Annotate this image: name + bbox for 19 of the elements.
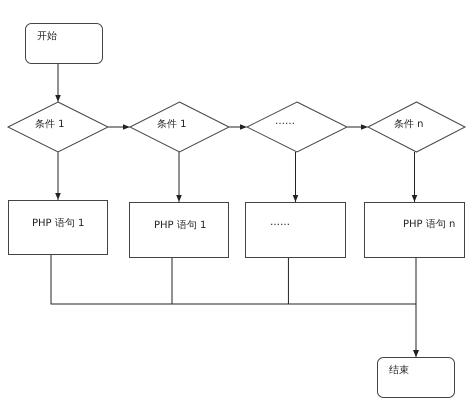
arrow (292, 152, 298, 202)
node-label: 结束 (389, 364, 409, 377)
node-label: PHP 语句 1 (32, 217, 84, 230)
arrow (55, 152, 61, 200)
node-label: PHP 语句 1 (154, 219, 206, 232)
arrow (412, 152, 418, 202)
node-label: PHP 语句 n (403, 218, 456, 231)
condition-label: 条件 n (394, 118, 424, 131)
arrow (108, 124, 130, 130)
arrow (346, 124, 368, 130)
node-label: …… (270, 217, 290, 228)
arrow (55, 64, 61, 102)
condition-label: 条件 1 (157, 118, 187, 131)
arrow (228, 124, 248, 130)
node-label: 开始 (37, 30, 57, 43)
condition-label: 条件 1 (35, 118, 65, 131)
arrow (413, 258, 419, 358)
arrow (176, 152, 182, 202)
condition-label: …… (275, 116, 295, 127)
